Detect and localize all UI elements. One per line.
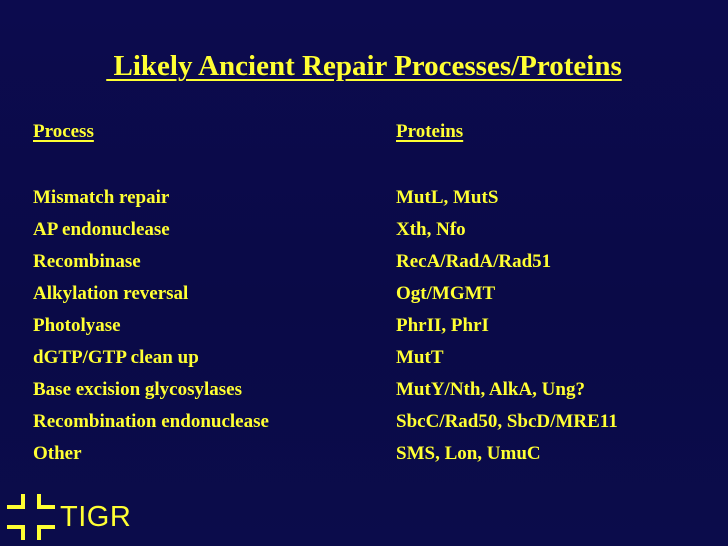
process-item: Recombinase <box>33 251 141 272</box>
proteins-item: SbcC/Rad50, SbcD/MRE11 <box>396 411 618 432</box>
proteins-column: Proteins MutL, MutS Xth, Nfo RecA/RadA/R… <box>396 116 618 470</box>
process-column: Process Mismatch repair AP endonuclease … <box>33 116 269 470</box>
tigr-logo-icon <box>7 494 55 540</box>
process-item: dGTP/GTP clean up <box>33 347 199 368</box>
proteins-item: RecA/RadA/Rad51 <box>396 251 552 272</box>
process-header: Process <box>33 121 94 142</box>
slide-title: Likely Ancient Repair Processes/Proteins <box>106 50 622 82</box>
process-item: AP endonuclease <box>33 219 170 240</box>
proteins-item: MutT <box>396 347 444 368</box>
process-item: Other <box>33 443 82 464</box>
proteins-item: PhrII, PhrI <box>396 315 489 336</box>
proteins-list: MutL, MutS Xth, Nfo RecA/RadA/Rad51 Ogt/… <box>396 182 618 470</box>
proteins-header: Proteins <box>396 121 464 142</box>
proteins-item: Xth, Nfo <box>396 219 466 240</box>
proteins-item: MutY/Nth, AlkA, Ung? <box>396 379 585 400</box>
tigr-logo: TIGR <box>6 493 131 541</box>
proteins-item: MutL, MutS <box>396 187 499 208</box>
process-item: Alkylation reversal <box>33 283 189 304</box>
proteins-item: Ogt/MGMT <box>396 283 496 304</box>
process-item: Base excision glycosylases <box>33 379 242 400</box>
process-item: Photolyase <box>33 315 121 336</box>
process-item: Recombination endonuclease <box>33 411 269 432</box>
process-list: Mismatch repair AP endonuclease Recombin… <box>33 182 269 470</box>
tigr-logo-text: TIGR <box>60 500 132 533</box>
process-item: Mismatch repair <box>33 187 170 208</box>
proteins-item: SMS, Lon, UmuC <box>396 443 541 464</box>
